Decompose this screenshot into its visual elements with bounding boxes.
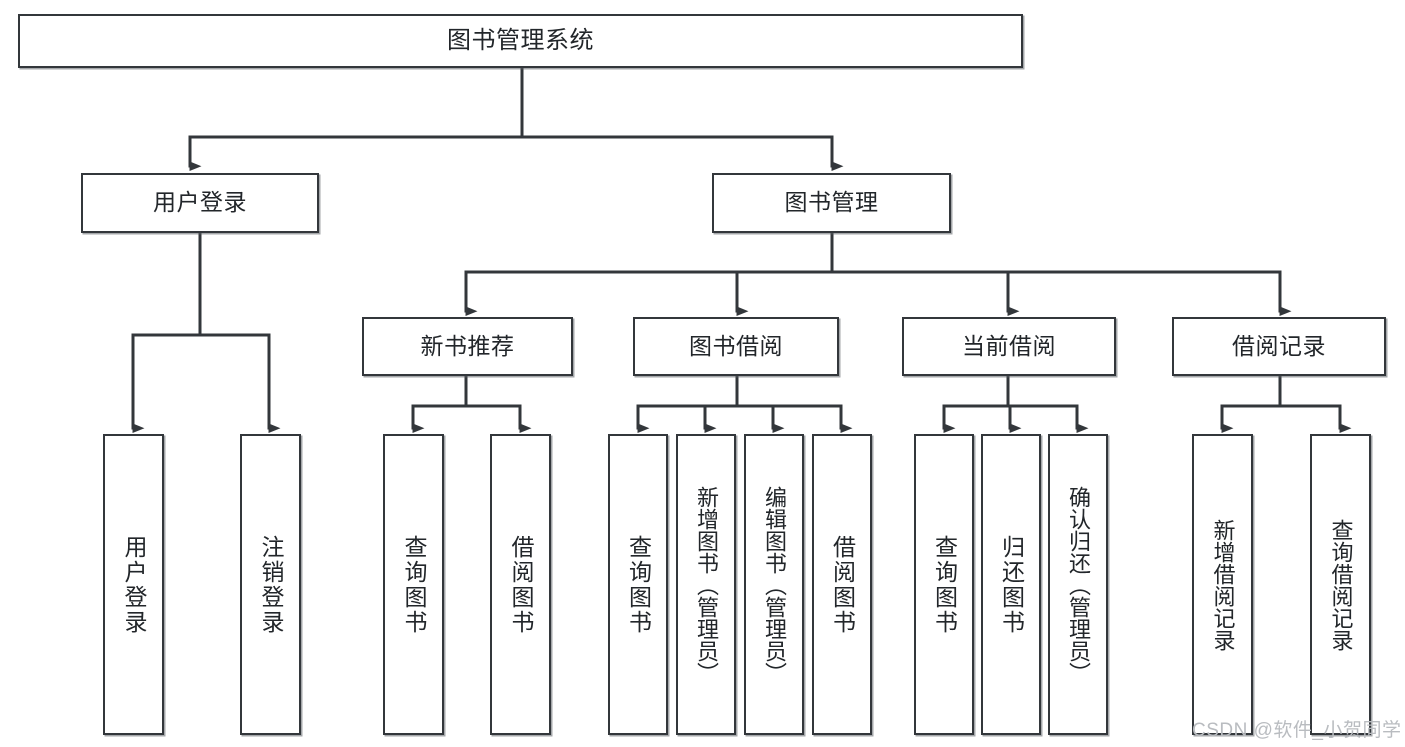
leaf-label: 新增借阅记录 — [1210, 518, 1236, 651]
node-user-login-label: 用户登录 — [153, 189, 247, 216]
node-root-label: 图书管理系统 — [447, 26, 594, 54]
node-book-manage-label: 图书管理 — [784, 189, 879, 216]
leaf-label: 新增图书（管理员） — [694, 485, 719, 684]
leaf-new-book-borrow[interactable]: 借阅图书 — [490, 434, 551, 735]
node-book-borrow[interactable]: 图书借阅 — [633, 317, 839, 376]
leaf-new-book-query[interactable]: 查询图书 — [383, 434, 444, 735]
leaf-borrow-query-book[interactable]: 查询图书 — [608, 434, 668, 735]
leaf-label: 查询借阅记录 — [1328, 518, 1354, 651]
leaf-current-confirm-return-admin[interactable]: 确认归还（管理员） — [1048, 434, 1108, 735]
node-book-borrow-label: 图书借阅 — [689, 332, 783, 359]
leaf-label: 查询图书 — [401, 534, 427, 635]
leaf-current-return-book[interactable]: 归还图书 — [981, 434, 1041, 735]
leaf-user-login-logout[interactable]: 注销登录 — [240, 434, 301, 735]
node-borrow-record[interactable]: 借阅记录 — [1172, 317, 1386, 376]
watermark-text: CSDN @软件_小贺同学 — [1192, 720, 1402, 741]
node-book-manage[interactable]: 图书管理 — [712, 173, 951, 233]
leaf-current-query-book[interactable]: 查询图书 — [914, 434, 974, 735]
leaf-borrow-add-book-admin[interactable]: 新增图书（管理员） — [676, 434, 736, 735]
leaf-label: 借阅图书 — [829, 534, 856, 635]
leaf-label: 注销登录 — [258, 534, 284, 635]
node-new-book-recommend-label: 新书推荐 — [420, 332, 515, 359]
node-user-login[interactable]: 用户登录 — [81, 173, 319, 233]
leaf-borrow-borrow-book[interactable]: 借阅图书 — [812, 434, 872, 735]
leaf-label: 编辑图书（管理员） — [762, 485, 787, 684]
leaf-user-login-login[interactable]: 用户登录 — [103, 434, 164, 735]
node-root[interactable]: 图书管理系统 — [18, 14, 1023, 68]
node-borrow-record-label: 借阅记录 — [1232, 332, 1326, 359]
node-new-book-recommend[interactable]: 新书推荐 — [362, 317, 573, 376]
node-current-borrow[interactable]: 当前借阅 — [902, 317, 1116, 376]
leaf-label: 查询图书 — [625, 534, 652, 635]
leaf-label: 用户登录 — [121, 534, 147, 635]
leaf-borrow-edit-book-admin[interactable]: 编辑图书（管理员） — [744, 434, 804, 735]
leaf-label: 借阅图书 — [508, 534, 534, 635]
leaf-record-query-record[interactable]: 查询借阅记录 — [1310, 434, 1371, 735]
leaf-label: 确认归还（管理员） — [1066, 485, 1091, 684]
node-current-borrow-label: 当前借阅 — [962, 332, 1056, 359]
leaf-record-add-record[interactable]: 新增借阅记录 — [1192, 434, 1253, 735]
leaf-label: 查询图书 — [931, 534, 958, 635]
leaf-label: 归还图书 — [998, 534, 1025, 635]
